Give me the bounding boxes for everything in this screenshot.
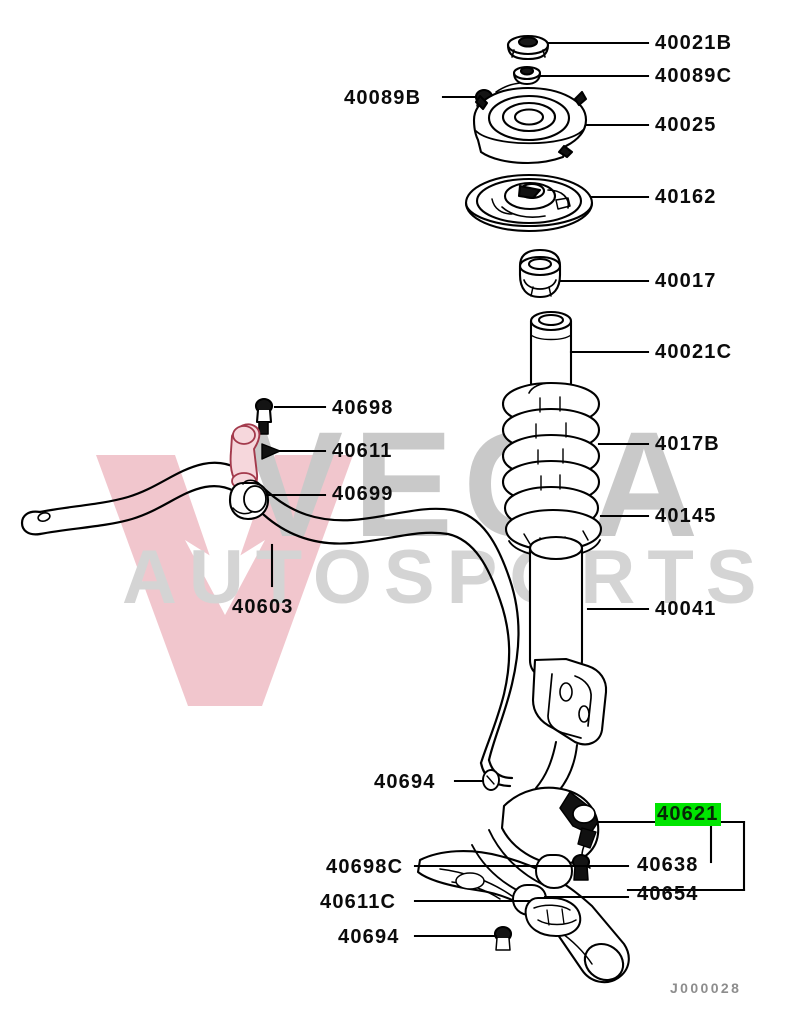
part-shape-40025 [472, 82, 588, 165]
part-shape-40017 [518, 248, 562, 299]
part-shape-40089c [512, 65, 542, 86]
part-label-40021b: 40021B [655, 32, 733, 54]
part-shape-40611c [524, 897, 582, 937]
part-shape-40021c [529, 310, 573, 396]
drawing-code: J000028 [670, 980, 742, 996]
part-shape-40162 [464, 173, 594, 233]
part-shape-40694-lower [493, 925, 513, 951]
part-shape-40621-lower-control-arm [416, 786, 630, 984]
part-shape-40699 [228, 479, 270, 521]
part-label-40021c: 40021C [655, 341, 733, 363]
part-label-40694-lower: 40694 [338, 926, 400, 948]
part-shape-40698 [254, 397, 274, 435]
part-label-40162: 40162 [655, 186, 717, 208]
part-label-40638: 40638 [637, 854, 699, 876]
part-label-4017b: 4017B [655, 433, 720, 455]
part-shape-40694-upper [482, 769, 500, 791]
part-shape-40041 [528, 535, 608, 793]
part-label-40694-upper: 40694 [374, 771, 436, 793]
part-label-40699: 40699 [332, 483, 394, 505]
part-label-40698c: 40698C [326, 856, 404, 878]
part-label-40611: 40611 [332, 440, 393, 462]
part-shape-40021b [506, 34, 550, 61]
part-label-40145: 40145 [655, 505, 717, 527]
part-label-40089c: 40089C [655, 65, 733, 87]
part-shape-40611 [229, 423, 281, 490]
part-label-40041: 40041 [655, 598, 717, 620]
part-shape-40638 [535, 854, 573, 889]
part-label-40654: 40654 [637, 883, 699, 905]
part-label-40025: 40025 [655, 114, 717, 136]
part-label-40698: 40698 [332, 397, 394, 419]
part-label-40089b: 40089B [344, 87, 422, 109]
part-label-40621-highlighted: 40621 [655, 803, 721, 826]
part-label-40603: 40603 [232, 596, 294, 618]
part-label-40017: 40017 [655, 270, 717, 292]
part-label-40611c: 40611C [320, 891, 397, 913]
